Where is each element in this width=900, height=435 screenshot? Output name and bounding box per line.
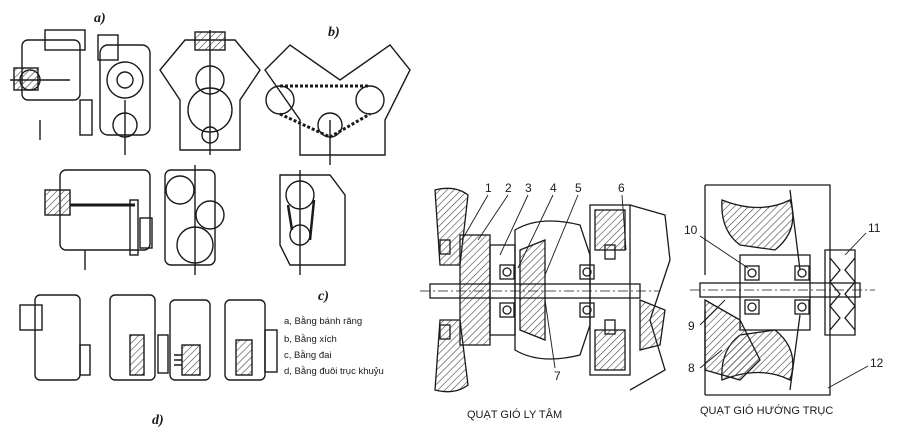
callout-3: 3 xyxy=(525,181,532,195)
callout-6: 6 xyxy=(618,181,625,195)
legend-item-crankshaft: d, Bằng đuôi trục khuỷu xyxy=(284,366,384,377)
callout-5: 5 xyxy=(575,181,582,195)
axial-callout-leaders xyxy=(699,232,869,389)
callout-12: 12 xyxy=(870,356,884,370)
legend-item-gear: a, Bằng bánh răng xyxy=(284,316,362,327)
axial-fan-drawing xyxy=(690,184,875,396)
axial-fan-caption: QUẠT GIÓ HƯỚNG TRỤC xyxy=(700,404,833,417)
callout-10: 10 xyxy=(684,223,698,237)
centrifugal-callout-leaders xyxy=(461,194,627,369)
callout-9: 9 xyxy=(688,319,695,333)
label-d: d) xyxy=(152,413,164,428)
crankshaft-drive-sketches xyxy=(19,294,278,381)
belt-drive-front-sketch xyxy=(279,170,346,275)
legend-item-belt: c, Bằng đai xyxy=(284,350,332,361)
centrifugal-fan-drawing xyxy=(420,187,671,393)
v-engine-gear-sketch xyxy=(159,30,261,155)
gear-drive-sketch-top xyxy=(10,29,151,155)
drive-legend: a, Bằng bánh răng b, Bằng xích c, Bằng đ… xyxy=(284,316,384,377)
label-c: c) xyxy=(318,289,329,304)
callout-8: 8 xyxy=(688,361,695,375)
drive-arrangement-figure xyxy=(10,29,411,381)
callout-11: 11 xyxy=(868,221,881,235)
label-b: b) xyxy=(328,25,340,40)
centrifugal-fan-caption: QUẠT GIÓ LY TÂM xyxy=(467,408,562,421)
v-engine-chain-sketch xyxy=(264,44,411,165)
callout-2: 2 xyxy=(505,181,512,195)
axial-callouts: 10 11 9 8 12 xyxy=(684,221,884,375)
callout-1: 1 xyxy=(485,181,492,195)
centrifugal-callouts: 1 2 3 4 5 6 7 xyxy=(485,181,625,383)
callout-7: 7 xyxy=(554,369,561,383)
legend-item-chain: b, Bằng xích xyxy=(284,334,337,345)
callout-4: 4 xyxy=(550,181,557,195)
belt-drive-side-sketch xyxy=(44,169,153,270)
label-a: a) xyxy=(94,11,106,26)
chain-drive-front-sketch xyxy=(164,165,225,275)
